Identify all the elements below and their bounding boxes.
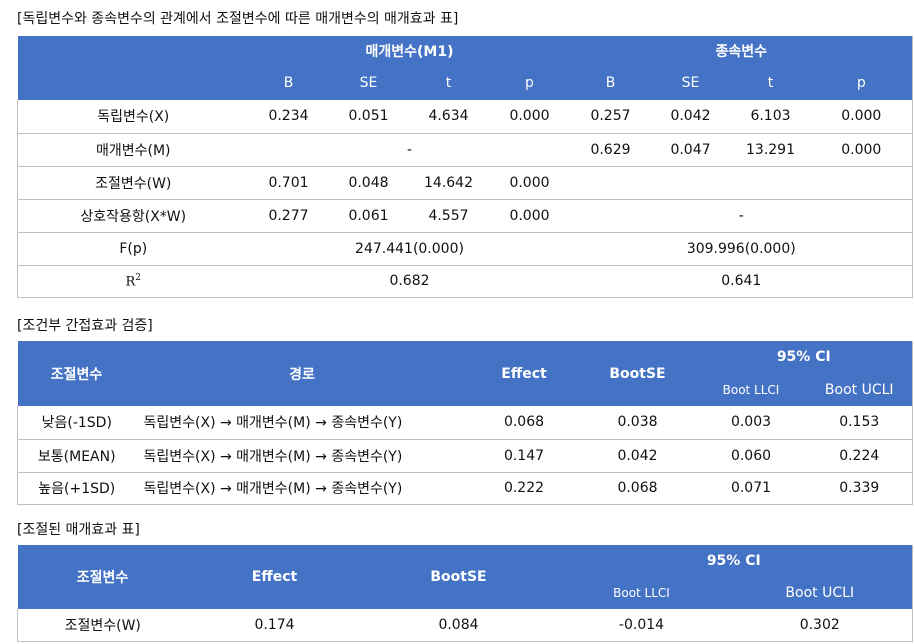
moderator-level: 보통(MEAN) xyxy=(17,439,136,473)
moderated-mediation-table: 조절변수 Effect BootSE 95% CI Boot LLCI Boot… xyxy=(17,545,913,642)
cell: 6.103 xyxy=(730,100,811,134)
col-header: p xyxy=(810,66,913,100)
header-llci: Boot LLCI xyxy=(555,577,728,609)
llci-cell: 0.060 xyxy=(695,439,807,473)
llci-cell: -0.014 xyxy=(555,609,728,642)
row-label: 조절변수(W) xyxy=(17,609,188,642)
ulci-cell: 0.339 xyxy=(806,472,913,505)
table-row: 조절변수(W) 0.174 0.084 -0.014 0.302 xyxy=(17,609,913,642)
header-ci: 95% CI xyxy=(555,545,913,577)
cell: 13.291 xyxy=(730,133,811,167)
header-blank xyxy=(17,36,249,66)
cell: 14.642 xyxy=(408,166,489,200)
table-row: 독립변수(X) 0.234 0.051 4.634 0.000 0.257 0.… xyxy=(17,100,913,134)
row-label: 상호작용항(X*W) xyxy=(17,199,249,233)
r-symbol: R xyxy=(125,274,136,290)
row-label: 매개변수(M) xyxy=(17,133,249,167)
group-header-mediator: 매개변수(M1) xyxy=(248,36,571,66)
cell: 0.234 xyxy=(248,100,329,134)
table-row: R2 0.682 0.641 xyxy=(17,265,913,298)
table-row: 낮음(-1SD) 독립변수(X) → 매개변수(M) → 종속변수(Y) 0.0… xyxy=(17,406,913,440)
table1-caption: [독립변수와 종속변수의 관계에서 조절변수에 따른 매개변수의 매개효과 표] xyxy=(17,11,459,27)
ulci-cell: 0.302 xyxy=(727,609,913,642)
cell: 0.051 xyxy=(328,100,409,134)
cell: 0.000 xyxy=(488,199,571,233)
row-label: 조절변수(W) xyxy=(17,166,249,200)
llci-cell: 0.003 xyxy=(695,406,807,440)
merged-cell: 0.682 xyxy=(248,265,571,298)
moderator-level: 높음(+1SD) xyxy=(17,472,136,505)
col-header: B xyxy=(248,66,329,100)
col-header: t xyxy=(408,66,489,100)
effect-cell: 0.068 xyxy=(468,406,580,440)
effect-cell: 0.147 xyxy=(468,439,580,473)
path-cell: 독립변수(X) → 매개변수(M) → 종속변수(Y) xyxy=(135,439,469,473)
table2-caption: [조건부 간접효과 검증] xyxy=(17,318,153,334)
table-row: 매개변수(M) - 0.629 0.047 13.291 0.000 xyxy=(17,133,913,167)
cell: 0.061 xyxy=(328,199,409,233)
header-ulci: Boot UCLI xyxy=(727,577,913,609)
bootse-cell: 0.084 xyxy=(361,609,556,642)
cell: 4.634 xyxy=(408,100,489,134)
merged-cell: 0.641 xyxy=(570,265,913,298)
header-llci: Boot LLCI xyxy=(695,373,807,406)
cell: 0.629 xyxy=(570,133,651,167)
table-row: 보통(MEAN) 독립변수(X) → 매개변수(M) → 종속변수(Y) 0.1… xyxy=(17,439,913,473)
empty-cell xyxy=(570,166,913,200)
effect-cell: 0.174 xyxy=(187,609,362,642)
col-header: p xyxy=(488,66,571,100)
cell: 0.000 xyxy=(810,100,913,134)
header-moderator: 조절변수 xyxy=(17,545,188,609)
header-effect: Effect xyxy=(187,545,362,609)
merged-cell: - xyxy=(248,133,571,167)
merged-cell: 247.441(0.000) xyxy=(248,232,571,266)
row-label: F(p) xyxy=(17,232,249,266)
col-header: t xyxy=(730,66,811,100)
cell: 0.042 xyxy=(650,100,731,134)
header-ulci: Boot UCLI xyxy=(806,373,913,406)
header-effect: Effect xyxy=(468,341,580,406)
bootse-cell: 0.042 xyxy=(579,439,696,473)
cell: 0.000 xyxy=(488,166,571,200)
header-ci: 95% CI xyxy=(695,341,913,373)
row-label-r-squared: R2 xyxy=(17,265,249,298)
cell: 4.557 xyxy=(408,199,489,233)
cell: 0.257 xyxy=(570,100,651,134)
bootse-cell: 0.038 xyxy=(579,406,696,440)
path-cell: 독립변수(X) → 매개변수(M) → 종속변수(Y) xyxy=(135,406,469,440)
row-label: 독립변수(X) xyxy=(17,100,249,134)
bootse-cell: 0.068 xyxy=(579,472,696,505)
merged-cell: - xyxy=(570,199,913,233)
effect-cell: 0.222 xyxy=(468,472,580,505)
col-header: SE xyxy=(650,66,731,100)
header-moderator: 조절변수 xyxy=(17,341,136,406)
llci-cell: 0.071 xyxy=(695,472,807,505)
header-path: 경로 xyxy=(135,341,469,406)
header-bootse: BootSE xyxy=(579,341,696,406)
path-cell: 독립변수(X) → 매개변수(M) → 종속변수(Y) xyxy=(135,472,469,505)
mediation-table: 매개변수(M1) 종속변수 B SE t p B SE t p 독립변수(X) … xyxy=(17,36,914,298)
cell: 0.000 xyxy=(810,133,913,167)
ulci-cell: 0.153 xyxy=(806,406,913,440)
r-superscript: 2 xyxy=(135,272,142,283)
group-header-dependent: 종속변수 xyxy=(570,36,913,66)
conditional-indirect-table: 조절변수 경로 Effect BootSE 95% CI Boot LLCI B… xyxy=(17,341,913,505)
cell: 0.701 xyxy=(248,166,329,200)
cell: 0.277 xyxy=(248,199,329,233)
merged-cell: 309.996(0.000) xyxy=(570,232,913,266)
col-header: SE xyxy=(328,66,409,100)
cell: 0.048 xyxy=(328,166,409,200)
table-row: F(p) 247.441(0.000) 309.996(0.000) xyxy=(17,232,913,266)
cell: 0.000 xyxy=(488,100,571,134)
moderator-level: 낮음(-1SD) xyxy=(17,406,136,440)
table-row: 높음(+1SD) 독립변수(X) → 매개변수(M) → 종속변수(Y) 0.2… xyxy=(17,472,913,505)
table-row: 상호작용항(X*W) 0.277 0.061 4.557 0.000 - xyxy=(17,199,913,233)
header-bootse: BootSE xyxy=(361,545,556,609)
col-header: B xyxy=(570,66,651,100)
table3-caption: [조절된 매개효과 표] xyxy=(17,522,140,538)
ulci-cell: 0.224 xyxy=(806,439,913,473)
header-blank xyxy=(17,66,249,100)
table-row: 조절변수(W) 0.701 0.048 14.642 0.000 xyxy=(17,166,913,200)
cell: 0.047 xyxy=(650,133,731,167)
